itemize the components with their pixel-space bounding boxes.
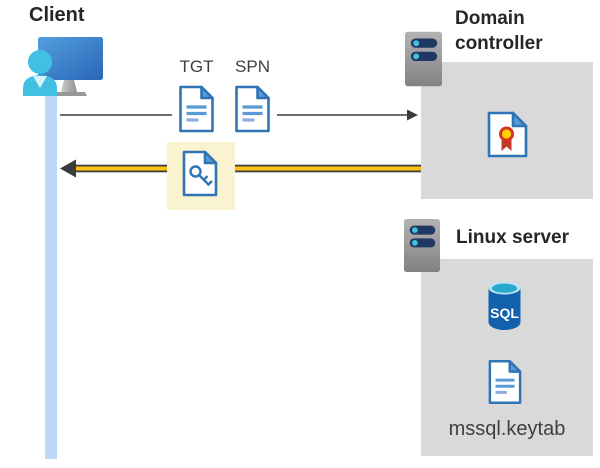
linux-server-icon — [403, 218, 441, 273]
key-glyph — [189, 165, 213, 186]
client-timeline-bar — [45, 94, 57, 459]
person-icon — [23, 50, 57, 96]
request-arrow — [60, 109, 418, 121]
keytab-document-icon — [488, 359, 522, 405]
tgt-document-icon — [179, 85, 214, 133]
keytab-label: mssql.keytab — [448, 418, 566, 440]
domain-controller-server-icon — [404, 31, 443, 87]
response-arrowhead — [60, 159, 76, 178]
client-icon — [23, 37, 103, 96]
linux-server-label: Linux server — [456, 227, 569, 248]
sql-database-icon: SQL — [488, 281, 521, 330]
sql-badge-text: SQL — [490, 305, 519, 321]
monitor-stand — [61, 80, 77, 92]
spn-label: SPN — [235, 57, 270, 76]
tgt-label: TGT — [179, 57, 214, 76]
client-label: Client — [29, 4, 85, 26]
request-arrowhead — [407, 109, 418, 121]
ribbon-seal — [499, 126, 514, 151]
certificate-icon — [487, 111, 528, 158]
monitor-icon — [38, 37, 103, 80]
response-arrow — [60, 159, 421, 178]
monitor-base — [53, 92, 87, 96]
spn-document-icon — [235, 85, 270, 133]
key-document-icon — [182, 150, 218, 197]
domain-controller-label: Domain controller — [455, 8, 543, 54]
